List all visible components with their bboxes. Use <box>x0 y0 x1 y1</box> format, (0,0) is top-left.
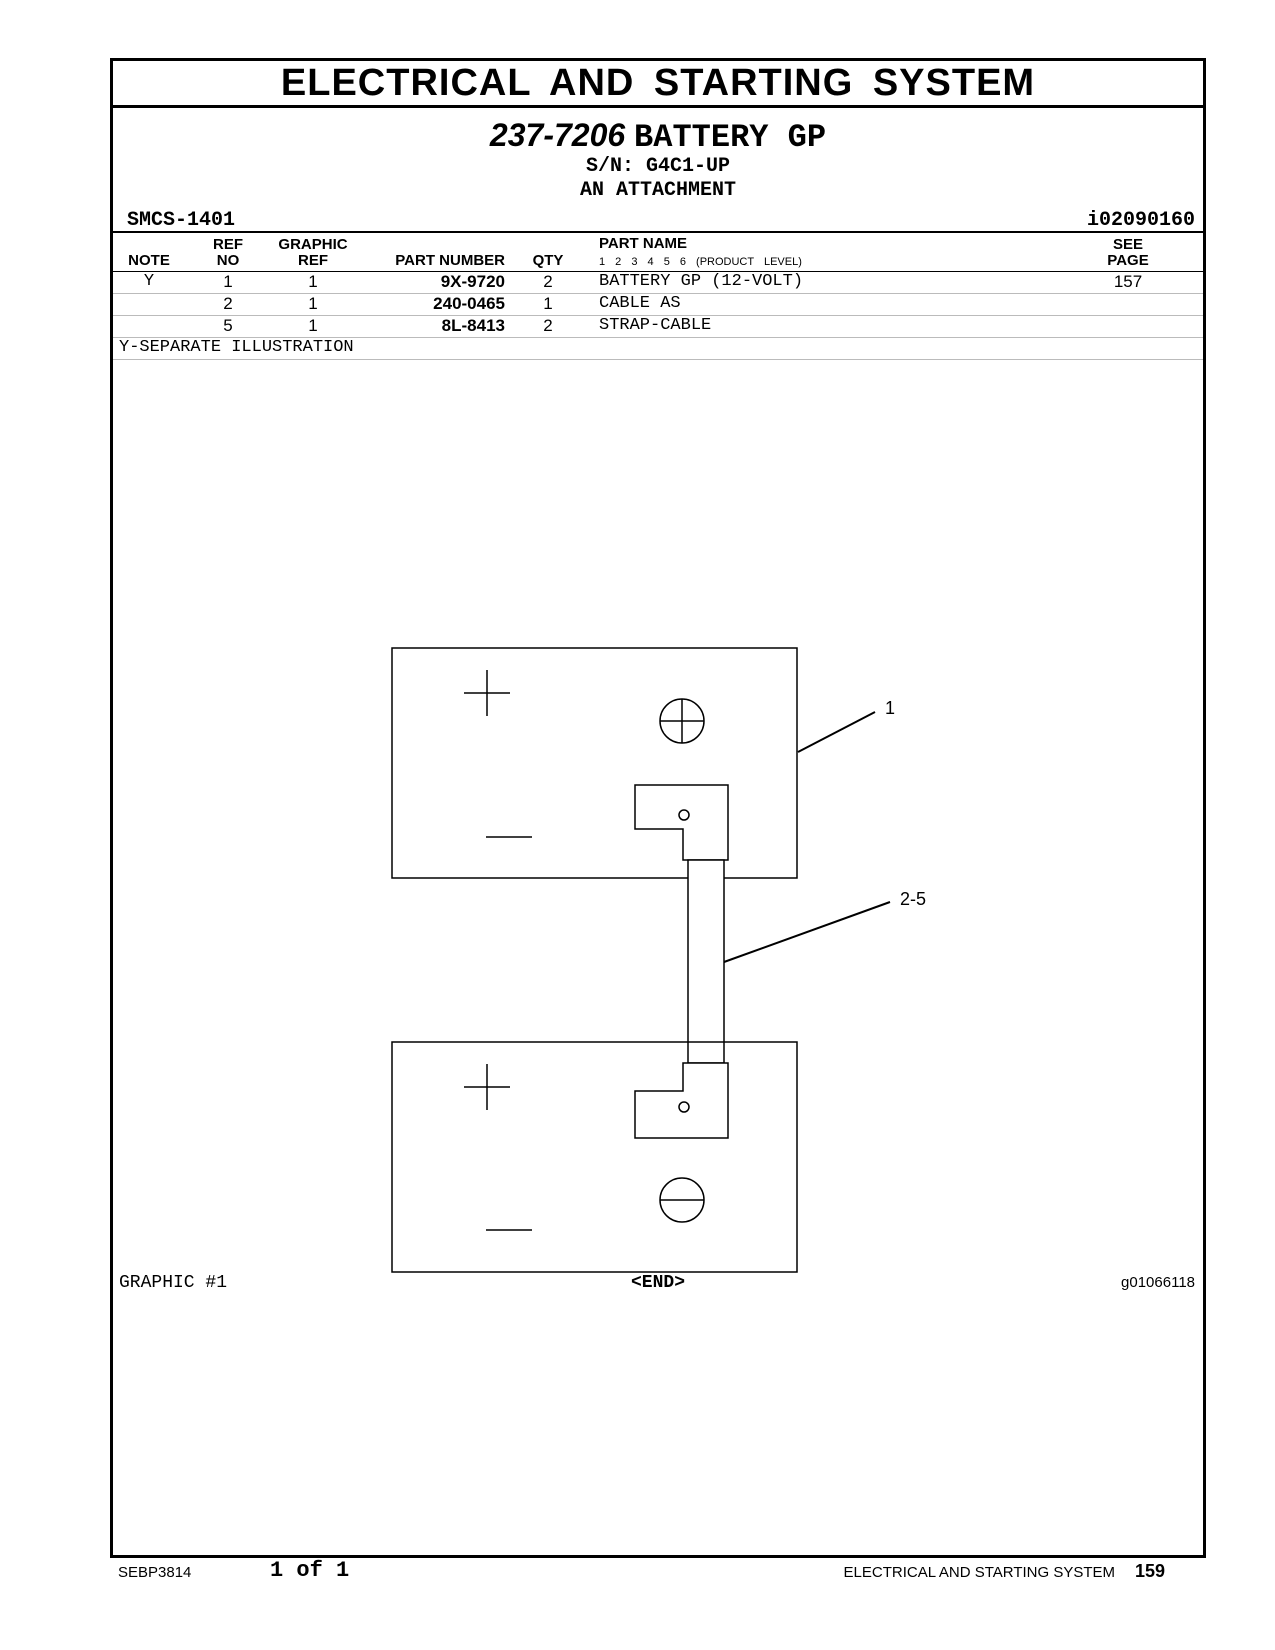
col-qty: QTY <box>532 252 564 269</box>
row-3-ref-no: 5 <box>223 316 233 335</box>
col-see-page-2: PAGE <box>1107 252 1149 269</box>
row-3-graphic-ref: 1 <box>308 316 318 335</box>
graphic-number: g01066118 <box>1121 1274 1195 1291</box>
battery-top <box>391 647 798 879</box>
row-3-qty: 2 <box>543 316 553 335</box>
callout-1-leader <box>797 711 876 753</box>
row-divider <box>113 315 1203 316</box>
table-footnote: Y-SEPARATE ILLUSTRATION <box>119 338 354 357</box>
col-ref-no-2: NO <box>216 252 240 269</box>
document-ident: i02090160 <box>1086 209 1195 232</box>
footer-doc-number: SEBP3814 <box>118 1564 192 1581</box>
section-title: ELECTRICAL AND STARTING SYSTEM <box>113 61 1203 108</box>
row-2-part-name: CABLE AS <box>599 294 681 313</box>
col-see-page-1: SEE <box>1112 236 1143 253</box>
row-2-qty: 1 <box>543 294 553 313</box>
row-3-part-number: 8L-8413 <box>441 316 505 335</box>
lug-hole-icon <box>678 1101 690 1113</box>
end-label: <END> <box>630 1273 685 1293</box>
battery-bottom <box>391 1041 798 1273</box>
battery-top-case <box>391 647 798 879</box>
row-1-part-name: BATTERY GP (12-VOLT) <box>599 272 804 291</box>
row-3-part-name: STRAP-CABLE <box>599 316 712 335</box>
col-graphic-ref-1: GRAPHIC <box>278 236 348 253</box>
row-2-part-number: 240-0465 <box>433 294 505 313</box>
lug-hole-icon <box>678 809 690 821</box>
cable-strap <box>687 859 725 1064</box>
header-rule <box>113 271 1203 272</box>
attachment-subtitle: AN ATTACHMENT <box>579 179 737 202</box>
row-2-graphic-ref: 1 <box>308 294 318 313</box>
callout-2-leader <box>723 901 891 963</box>
col-product-level: 1 2 3 4 5 6 (PRODUCT LEVEL) <box>599 256 802 268</box>
group-number: 237-7206 <box>489 117 626 153</box>
row-2-ref-no: 2 <box>223 294 233 313</box>
cable-lug-bottom <box>634 1062 729 1139</box>
row-divider <box>113 293 1203 294</box>
callout-1-label: 1 <box>885 698 895 718</box>
graphic-label: GRAPHIC #1 <box>119 1273 228 1293</box>
page-frame: ELECTRICAL AND STARTING SYSTEM 237-7206 … <box>110 58 1206 1558</box>
serial-number: S/N: G4C1-UP <box>585 155 731 178</box>
col-ref-no-1: REF <box>213 236 243 253</box>
group-name: BATTERY GP <box>634 119 827 156</box>
smcs-code: SMCS-1401 <box>127 209 236 232</box>
col-part-name: PART NAME <box>599 235 688 252</box>
row-divider <box>113 359 1203 360</box>
row-1-see-page: 157 <box>1113 272 1143 291</box>
footer-section: ELECTRICAL AND STARTING SYSTEM <box>843 1564 1115 1581</box>
row-1-note: Y <box>143 272 155 291</box>
footer-page-of: 1 of 1 <box>270 1558 350 1583</box>
battery-bottom-case <box>391 1041 798 1273</box>
cable-lug-top <box>634 784 729 861</box>
callout-2-label: 2-5 <box>900 889 926 909</box>
col-note: NOTE <box>128 252 170 269</box>
group-title: 237-7206 BATTERY GP <box>113 117 1203 156</box>
footer-page-number: 159 <box>1134 1561 1165 1581</box>
row-1-ref-no: 1 <box>223 272 233 291</box>
col-graphic-ref-2: REF <box>298 252 328 269</box>
row-1-part-number: 9X-9720 <box>440 272 505 291</box>
row-divider <box>113 337 1203 338</box>
cable-body <box>687 859 725 1064</box>
callouts <box>723 711 891 963</box>
table-top-rule <box>113 231 1203 233</box>
col-part-number: PART NUMBER <box>395 252 505 269</box>
row-1-qty: 2 <box>543 272 553 291</box>
row-1-graphic-ref: 1 <box>308 272 318 291</box>
